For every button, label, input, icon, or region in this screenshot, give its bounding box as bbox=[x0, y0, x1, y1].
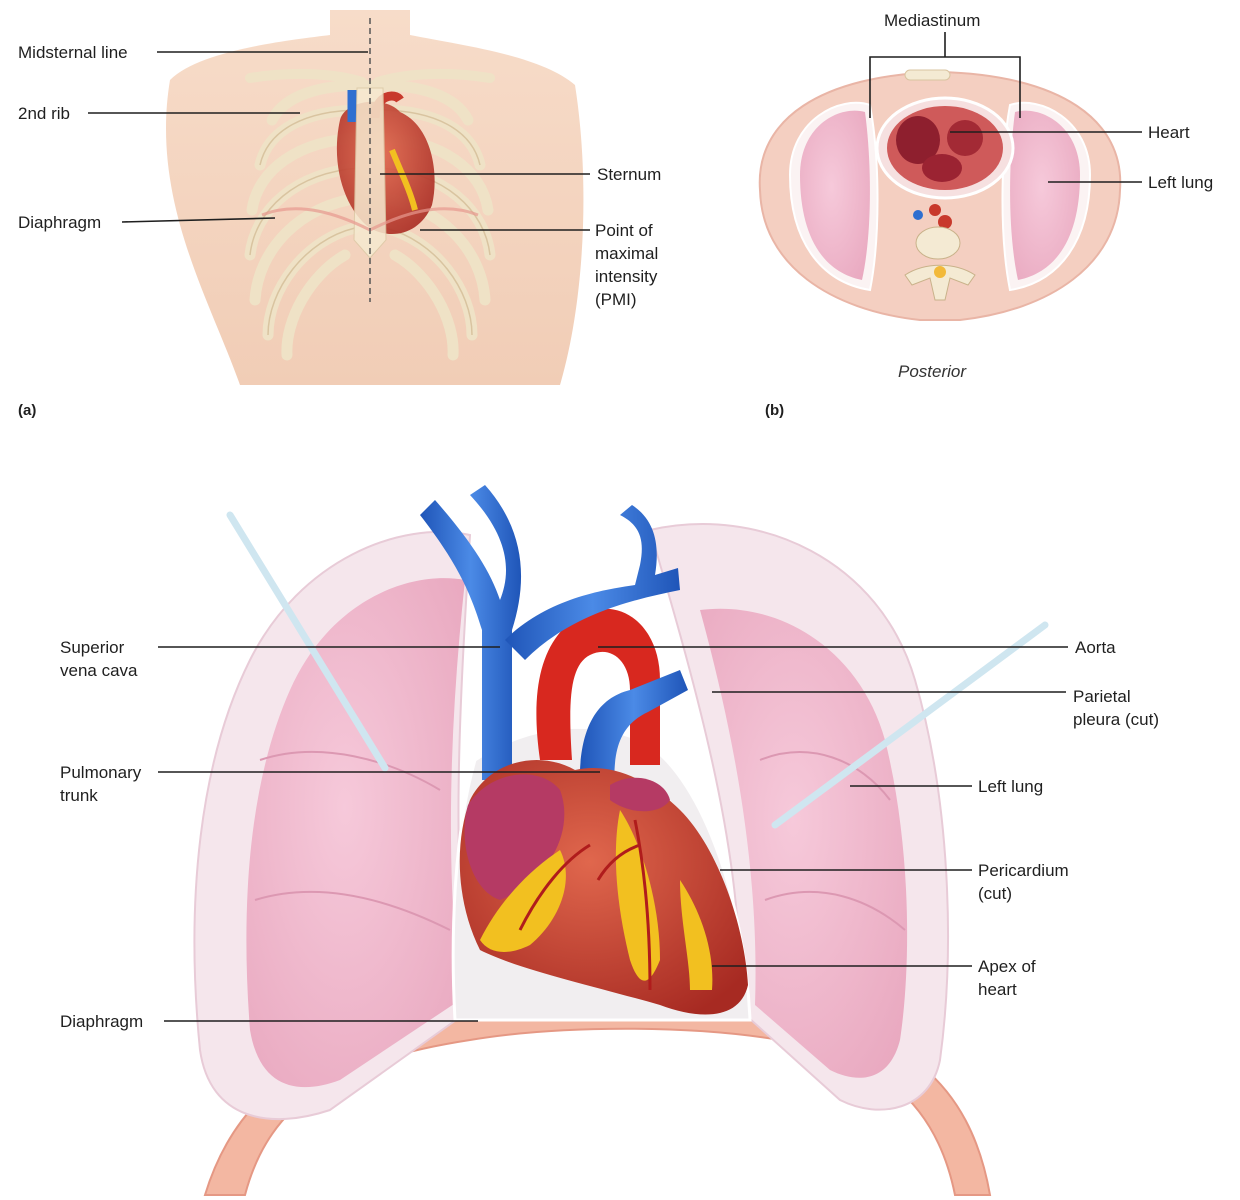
label-svc-1: Superior bbox=[60, 638, 125, 657]
label-pmi-1: Point of bbox=[595, 221, 653, 240]
label-pmi-3: intensity bbox=[595, 267, 658, 286]
label-diaphragm-a: Diaphragm bbox=[18, 213, 101, 232]
label-parietal-pleura-1: Parietal bbox=[1073, 687, 1131, 706]
label-diaphragm-c: Diaphragm bbox=[60, 1012, 143, 1031]
panel-b-tag: (b) bbox=[765, 402, 784, 419]
mediastinum-bracket bbox=[869, 32, 1021, 118]
brachiocephalic-vein bbox=[505, 505, 680, 660]
panel-a-tag: (a) bbox=[18, 402, 36, 419]
label-aorta: Aorta bbox=[1075, 638, 1116, 657]
right-lung bbox=[246, 578, 465, 1088]
right-lung-b bbox=[800, 110, 870, 280]
label-pmi-4: (PMI) bbox=[595, 290, 637, 309]
label-left-lung-c: Left lung bbox=[978, 777, 1043, 796]
panel-c-heart-lungs bbox=[193, 485, 1049, 1196]
label-pmi-2: maximal bbox=[595, 244, 658, 263]
label-pulmonary-trunk-1: Pulmonary bbox=[60, 763, 142, 782]
label-svc-2: vena cava bbox=[60, 661, 138, 680]
label-2nd-rib: 2nd rib bbox=[18, 104, 70, 123]
label-parietal-pleura-2: pleura (cut) bbox=[1073, 710, 1159, 729]
label-midsternal-line: Midsternal line bbox=[18, 43, 128, 62]
caption-posterior: Posterior bbox=[898, 362, 967, 381]
label-heart-b: Heart bbox=[1148, 123, 1190, 142]
panel-b-labels: Mediastinum Heart Left lung Posterior (b… bbox=[765, 11, 1213, 419]
panel-a-labels: Midsternal line 2nd rib Diaphragm Sternu… bbox=[18, 43, 661, 419]
pulmonary-trunk bbox=[579, 670, 688, 792]
superior-vena-cava bbox=[420, 485, 522, 780]
aorta-arch bbox=[536, 608, 660, 765]
label-apex-2: heart bbox=[978, 980, 1017, 999]
left-lung bbox=[700, 608, 908, 1078]
panel-c-labels: Superior vena cava Pulmonary trunk Diaph… bbox=[60, 638, 1159, 1031]
label-pericardium-2: (cut) bbox=[978, 884, 1012, 903]
label-pericardium-1: Pericardium bbox=[978, 861, 1069, 880]
label-left-lung-b: Left lung bbox=[1148, 173, 1213, 192]
clavicle bbox=[245, 68, 495, 87]
label-mediastinum: Mediastinum bbox=[884, 11, 980, 30]
panel-a-chest bbox=[166, 10, 584, 385]
left-lung-b bbox=[1010, 110, 1080, 280]
panel-b-cross-section bbox=[758, 32, 1122, 321]
label-apex-1: Apex of bbox=[978, 957, 1036, 976]
label-pulmonary-trunk-2: trunk bbox=[60, 786, 98, 805]
heart-cross-section bbox=[887, 106, 1003, 190]
label-sternum: Sternum bbox=[597, 165, 661, 184]
